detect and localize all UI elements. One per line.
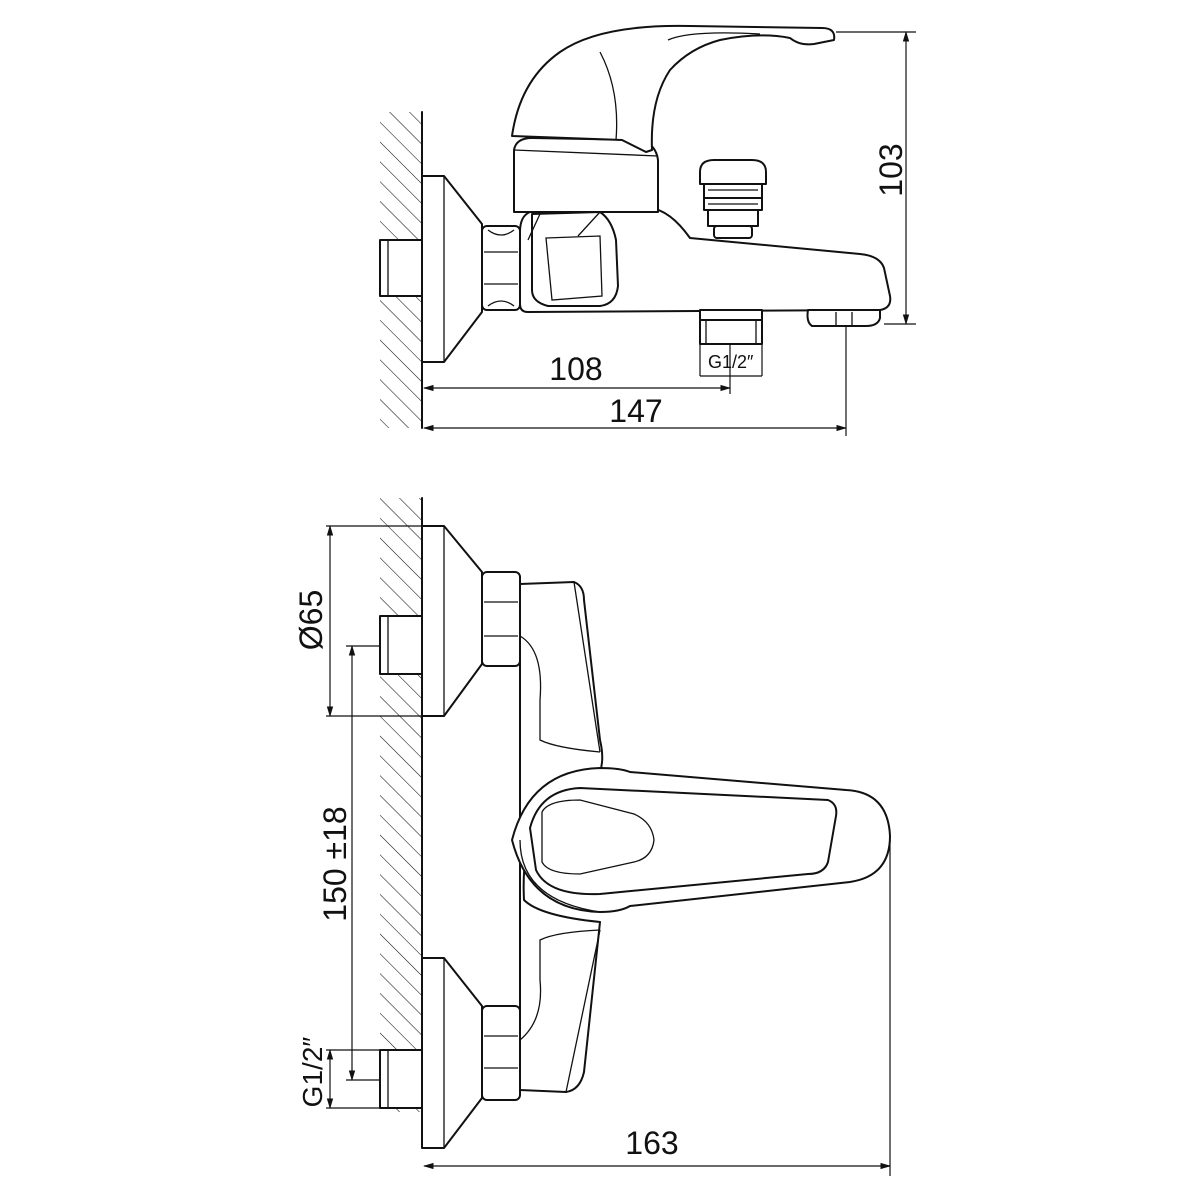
side-depth-label: 147: [609, 393, 662, 429]
front-view: Ø65 150 ±18 G1/2″ 163: [293, 497, 892, 1176]
side-view: G1/2″ 103 108 147: [379, 24, 916, 436]
side-valve-housing: [531, 211, 619, 307]
front-upper-inlet-pipe: [379, 615, 423, 675]
front-thread-label: G1/2″: [297, 1037, 328, 1108]
front-spacing-dimension: [346, 644, 380, 1082]
front-upper-flange: [421, 525, 483, 717]
diverter-knob-icon: [699, 159, 767, 239]
front-thread-dimension: [326, 1048, 380, 1110]
front-upper-nut: [481, 571, 521, 667]
side-depth-dimension: [422, 326, 848, 436]
front-diameter-label: Ø65: [293, 590, 329, 650]
side-outlet-dimension: [422, 344, 732, 394]
side-lever-handle: [511, 24, 836, 153]
front-lever-slot: [541, 799, 655, 875]
side-spout-outlet: [806, 309, 881, 327]
side-bottom-outlet: [699, 309, 763, 377]
front-lower-nut: [481, 1005, 521, 1101]
side-height-label: 103: [873, 143, 909, 196]
side-nut: [481, 225, 521, 311]
front-spacing-label: 150 ±18: [317, 806, 353, 921]
front-lower-flange: [421, 957, 483, 1149]
side-thread-label: G1/2″: [708, 352, 754, 372]
wall-hatch-bottom: [380, 498, 422, 1112]
front-lower-inlet-pipe: [379, 1049, 423, 1109]
front-width-label: 163: [625, 1125, 678, 1161]
side-cartridge-dome: [513, 137, 659, 213]
front-diameter-dimension: [326, 524, 444, 718]
side-height-dimension: [836, 30, 916, 326]
front-width-dimension: [422, 840, 892, 1176]
side-inlet-pipe: [379, 239, 423, 297]
side-outlet-label: 108: [549, 351, 602, 387]
side-flange: [421, 175, 483, 363]
